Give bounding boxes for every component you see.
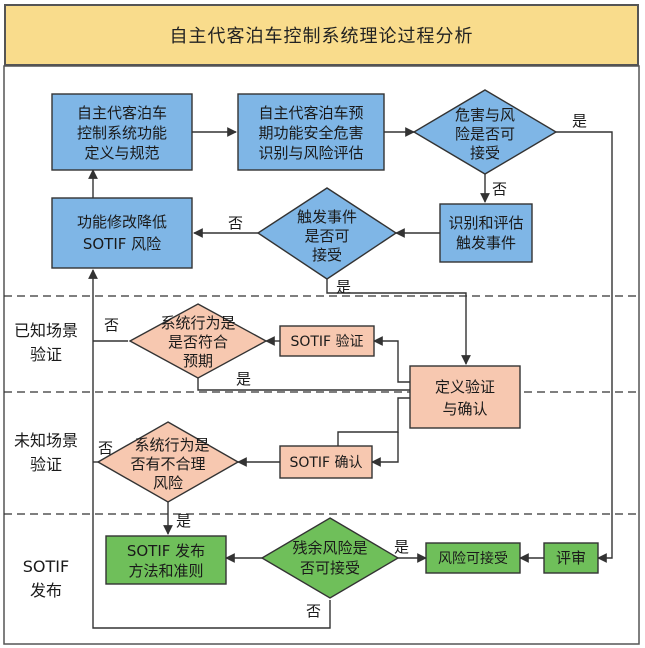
node-trigger-ok-line3: 接受 [312, 246, 342, 264]
node-define-line2: 控制系统功能 [77, 124, 167, 142]
node-trigger-ok: 触发事件 是否可 接受 [256, 187, 398, 280]
node-risk-acceptable: 风险可接受 [425, 542, 521, 574]
node-risk-ok: 危害与风 险是否可 接受 [412, 89, 558, 175]
section-release-line1: SOTIF [23, 557, 69, 576]
label-risk-no: 否 [492, 180, 507, 198]
node-release-line2: 方法和准则 [128, 562, 203, 580]
node-risk-ok-line1: 危害与风 [455, 106, 515, 124]
node-hazard-line3: 识别与风险评估 [258, 144, 363, 162]
node-risk-ok-line2: 险是否可 [455, 125, 515, 143]
label-residual-yes: 是 [394, 538, 409, 556]
label-trigger-yes: 是 [336, 278, 351, 296]
node-residual-line2: 否可接受 [300, 559, 360, 577]
section-known-line2: 验证 [30, 345, 62, 364]
label-residual-no: 否 [306, 602, 321, 620]
label-expected-yes: 是 [236, 370, 251, 388]
node-residual-line1: 残余风险是 [292, 539, 367, 557]
node-sotif-confirm-label: SOTIF 确认 [289, 455, 362, 471]
label-trigger-no: 否 [228, 214, 243, 232]
node-review: 评审 [543, 542, 599, 574]
node-define-line1: 自主代客泊车 [77, 104, 167, 122]
node-hazard: 自主代客泊车预 期功能安全危害 识别与风险评估 [237, 93, 385, 171]
node-define-verify-line2: 与确认 [442, 400, 487, 418]
node-behavior-expected: 系统行为是 是否符合 预期 [128, 303, 268, 379]
outer-border [3, 65, 640, 645]
node-hazard-line1: 自主代客泊车预 [258, 104, 363, 122]
node-trigger-ok-line2: 是否可 [304, 227, 349, 245]
node-behavior-expected-line2: 是否符合 [168, 333, 228, 351]
node-residual-ok: 残余风险是 否可接受 [260, 517, 400, 599]
node-identify-line2: 触发事件 [456, 234, 516, 252]
node-modify: 功能修改降低 SOTIF 风险 [51, 197, 193, 269]
node-sotif-verify: SOTIF 验证 [279, 325, 375, 357]
node-define-line3: 定义与规范 [84, 144, 159, 162]
section-unknown-line2: 验证 [30, 455, 62, 474]
node-define-verify-line1: 定义验证 [435, 378, 495, 396]
edge-verify-confirm [371, 432, 399, 467]
node-risk-acceptable-label: 风险可接受 [438, 550, 508, 567]
node-modify-line1: 功能修改降低 [77, 213, 167, 231]
node-review-label: 评审 [556, 549, 586, 567]
node-release-method: SOTIF 发布 方法和准则 [105, 535, 227, 585]
node-risk-ok-line3: 接受 [470, 144, 500, 162]
node-identify-trigger: 识别和评估 触发事件 [439, 203, 533, 263]
node-unreasonable-line2: 否有不合理 [130, 455, 205, 473]
section-unknown-line1: 未知场景 [14, 431, 78, 450]
section-label-release: SOTIF 发布 [23, 557, 69, 600]
node-unreasonable-line3: 风险 [153, 474, 183, 492]
section-known-line1: 已知场景 [14, 321, 78, 340]
section-label-unknown: 未知场景 验证 [14, 431, 78, 474]
node-define-verify: 定义验证 与确认 [409, 365, 521, 429]
node-identify-line1: 识别和评估 [448, 214, 523, 232]
edge-residual-no-loop [88, 269, 331, 629]
node-behavior-expected-line3: 预期 [183, 352, 213, 370]
diagram-title: 自主代客泊车控制系统理论过程分析 [4, 4, 639, 66]
section-label-known: 已知场景 验证 [14, 321, 78, 364]
node-hazard-line2: 期功能安全危害 [258, 124, 363, 142]
node-unreasonable-line1: 系统行为是 [134, 436, 209, 454]
edge-risk-yes-review [556, 131, 613, 563]
label-unreasonable-yes: 是 [176, 512, 191, 530]
edge-verify-sotifverify [373, 336, 410, 383]
node-behavior-expected-line1: 系统行为是 [160, 314, 235, 332]
node-behavior-unreasonable: 系统行为是 否有不合理 风险 [96, 421, 240, 503]
label-unreasonable-no: 否 [98, 439, 113, 457]
label-risk-yes: 是 [572, 112, 587, 130]
node-define: 自主代客泊车 控制系统功能 定义与规范 [51, 93, 193, 171]
edge-trigger-yes-verify [326, 279, 471, 365]
node-sotif-confirm: SOTIF 确认 [279, 445, 373, 479]
node-sotif-verify-label: SOTIF 验证 [290, 334, 363, 350]
node-modify-line2: SOTIF 风险 [83, 235, 161, 253]
node-trigger-ok-line1: 触发事件 [297, 208, 357, 226]
node-release-line1: SOTIF 发布 [127, 542, 205, 560]
edge-verify-confirm-a [337, 397, 410, 446]
label-expected-no: 否 [104, 316, 119, 334]
edge-behavior-yes [197, 372, 410, 391]
section-release-line2: 发布 [30, 581, 62, 600]
